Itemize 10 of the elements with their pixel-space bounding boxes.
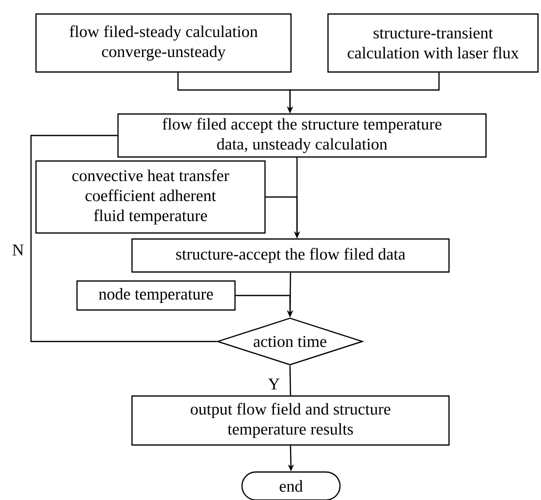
edge-label: N — [12, 244, 24, 256]
process-box: output flow field and structure temperature results — [131, 395, 450, 446]
process-box: flow filed-steady calculation converge-unsteady — [35, 13, 292, 73]
process-box: node temperature — [76, 280, 236, 311]
terminal-box: end — [241, 471, 341, 500]
process-box: structure-transient calculation with laser flux — [327, 13, 539, 73]
edge-label: Y — [268, 378, 280, 390]
process-box: structure-accept the flow filed data — [131, 238, 450, 273]
process-box: flow filed accept the structure temperature data, unsteady calculation — [117, 113, 487, 158]
process-box: convective heat transfer coefficient adherent fluid temperature — [35, 160, 266, 234]
